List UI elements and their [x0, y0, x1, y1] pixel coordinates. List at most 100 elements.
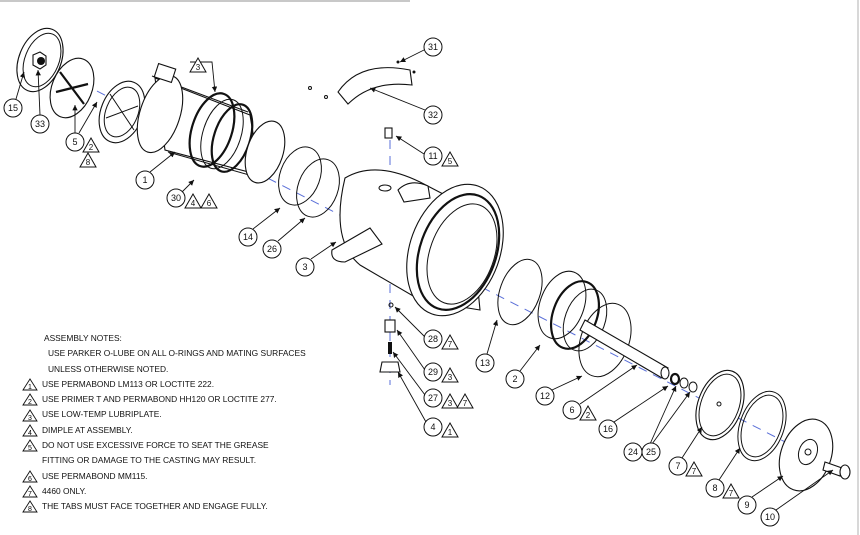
part-5-impeller	[49, 57, 146, 144]
balloon-circle	[668, 456, 688, 476]
flag-triangle	[441, 392, 459, 409]
balloon-28: 28	[423, 329, 443, 349]
flag-number: 6	[28, 476, 32, 483]
balloon-label: 14	[243, 232, 253, 242]
balloon-circle	[505, 369, 525, 389]
flag-triangle	[722, 482, 740, 499]
balloon-12: 12	[535, 386, 555, 406]
balloon-8: 8	[705, 478, 725, 498]
part-32-shield	[308, 60, 416, 105]
balloon-circle	[562, 400, 582, 420]
flag-triangle-icon: 1	[22, 378, 38, 391]
balloon-3: 3	[295, 257, 315, 277]
part-29-plug	[384, 319, 396, 333]
note-flag-7: 7	[685, 460, 703, 477]
balloon-label: 29	[428, 367, 438, 377]
balloon-label: 10	[765, 512, 775, 522]
flag-label: 1	[448, 428, 453, 437]
balloon-6: 6	[562, 400, 582, 420]
part-13-o-ring	[497, 258, 543, 326]
balloon-label: 30	[171, 193, 181, 203]
flag-note-8: 8 THE TABS MUST FACE TOGETHER AND ENGAGE …	[22, 499, 306, 514]
part-11-grease-fitting	[384, 127, 393, 139]
balloon-circle	[641, 442, 661, 462]
part-27-spring	[388, 342, 392, 354]
flag-number: 3	[28, 415, 32, 422]
balloon-circle	[423, 37, 443, 57]
flag-note-text: DIMPLE AT ASSEMBLY.	[42, 424, 133, 435]
balloon-circle	[423, 146, 443, 166]
balloon-circle	[423, 362, 443, 382]
note-flag-8: 8	[79, 151, 97, 168]
flag-label: 3	[448, 373, 453, 382]
balloon-circle	[598, 419, 618, 439]
balloon-circle	[238, 227, 258, 247]
flag-triangle	[441, 333, 459, 350]
balloon-13: 13	[475, 353, 495, 373]
notes-title: ASSEMBLY NOTES:	[44, 333, 122, 343]
flag-number: 2	[28, 399, 32, 406]
balloon-label: 26	[267, 244, 277, 254]
balloon-7: 7	[668, 456, 688, 476]
balloon-label: 2	[512, 374, 517, 384]
balloon-4: 4	[423, 417, 443, 437]
flag-triangle-icon: 5	[22, 439, 38, 452]
balloon-25: 25	[641, 442, 661, 462]
part-9-end-cap	[778, 418, 834, 492]
flag-label: 7	[448, 340, 453, 349]
flag-triangle-icon: 6	[22, 469, 38, 483]
balloon-circle	[423, 105, 443, 125]
part-3-casting	[331, 169, 504, 317]
balloon-label: 7	[675, 461, 680, 471]
flag-label: 7	[729, 489, 734, 498]
balloon-2: 2	[505, 369, 525, 389]
flag-label: 3	[196, 63, 201, 72]
flag-label: 2	[89, 143, 94, 152]
balloon-5: 5	[65, 132, 85, 152]
balloon-9: 9	[737, 495, 757, 515]
note-flag-7: 7	[441, 333, 459, 350]
note-flag-2: 2	[82, 136, 100, 153]
balloon-circle	[760, 507, 780, 527]
balloon-label: 6	[569, 405, 574, 415]
flag-triangle-icon: 8	[22, 500, 38, 513]
note-flag-7: 7	[456, 392, 474, 409]
flag-label: 7	[692, 467, 697, 476]
part-8-ring	[737, 390, 787, 462]
flag-note-text: THE TABS MUST FACE TOGETHER AND ENGAGE F…	[42, 501, 268, 512]
note-flag-3: 3	[189, 56, 207, 73]
balloon-30: 30	[166, 188, 186, 208]
balloon-circle	[475, 353, 495, 373]
flag-triangle	[82, 136, 100, 153]
balloon-label: 13	[480, 358, 490, 368]
parts-24-25-washers	[669, 372, 698, 393]
balloon-label: 25	[646, 447, 656, 457]
part-26-o-ring	[296, 158, 340, 218]
flag-note-text: USE PERMABOND LM113 OR LOCTITE 222.	[42, 378, 215, 389]
flag-triangle-icon: 3	[22, 408, 38, 422]
part-28-ball	[388, 302, 394, 308]
balloon-33: 33	[30, 114, 50, 134]
frame-border-right	[857, 0, 859, 535]
flag-label: 2	[586, 411, 591, 420]
part-14-o-ring	[278, 146, 322, 206]
flag-triangle	[441, 150, 459, 167]
frame-border-top	[0, 0, 410, 2]
flag-note-continuation: FITTING OR DAMAGE TO THE CASTING MAY RES…	[42, 455, 257, 466]
balloon-circle	[30, 114, 50, 134]
flag-note-text: 4460 ONLY.	[42, 485, 87, 496]
part-16-shaft	[579, 319, 670, 380]
flag-note-text: USE PERMABOND MM115.	[42, 470, 148, 481]
balloon-circle	[705, 478, 725, 498]
note-flag-3: 3	[441, 392, 459, 409]
general-note: USE PARKER O-LUBE ON ALL O-RINGS AND MAT…	[48, 348, 306, 359]
flag-triangle-icon: 7	[22, 485, 38, 498]
balloon-circle	[65, 132, 85, 152]
flag-note-7: 7 4460 ONLY.	[22, 484, 306, 499]
balloon-circle	[423, 417, 443, 437]
part-7-disc	[695, 369, 745, 441]
balloon-circle	[295, 257, 315, 277]
